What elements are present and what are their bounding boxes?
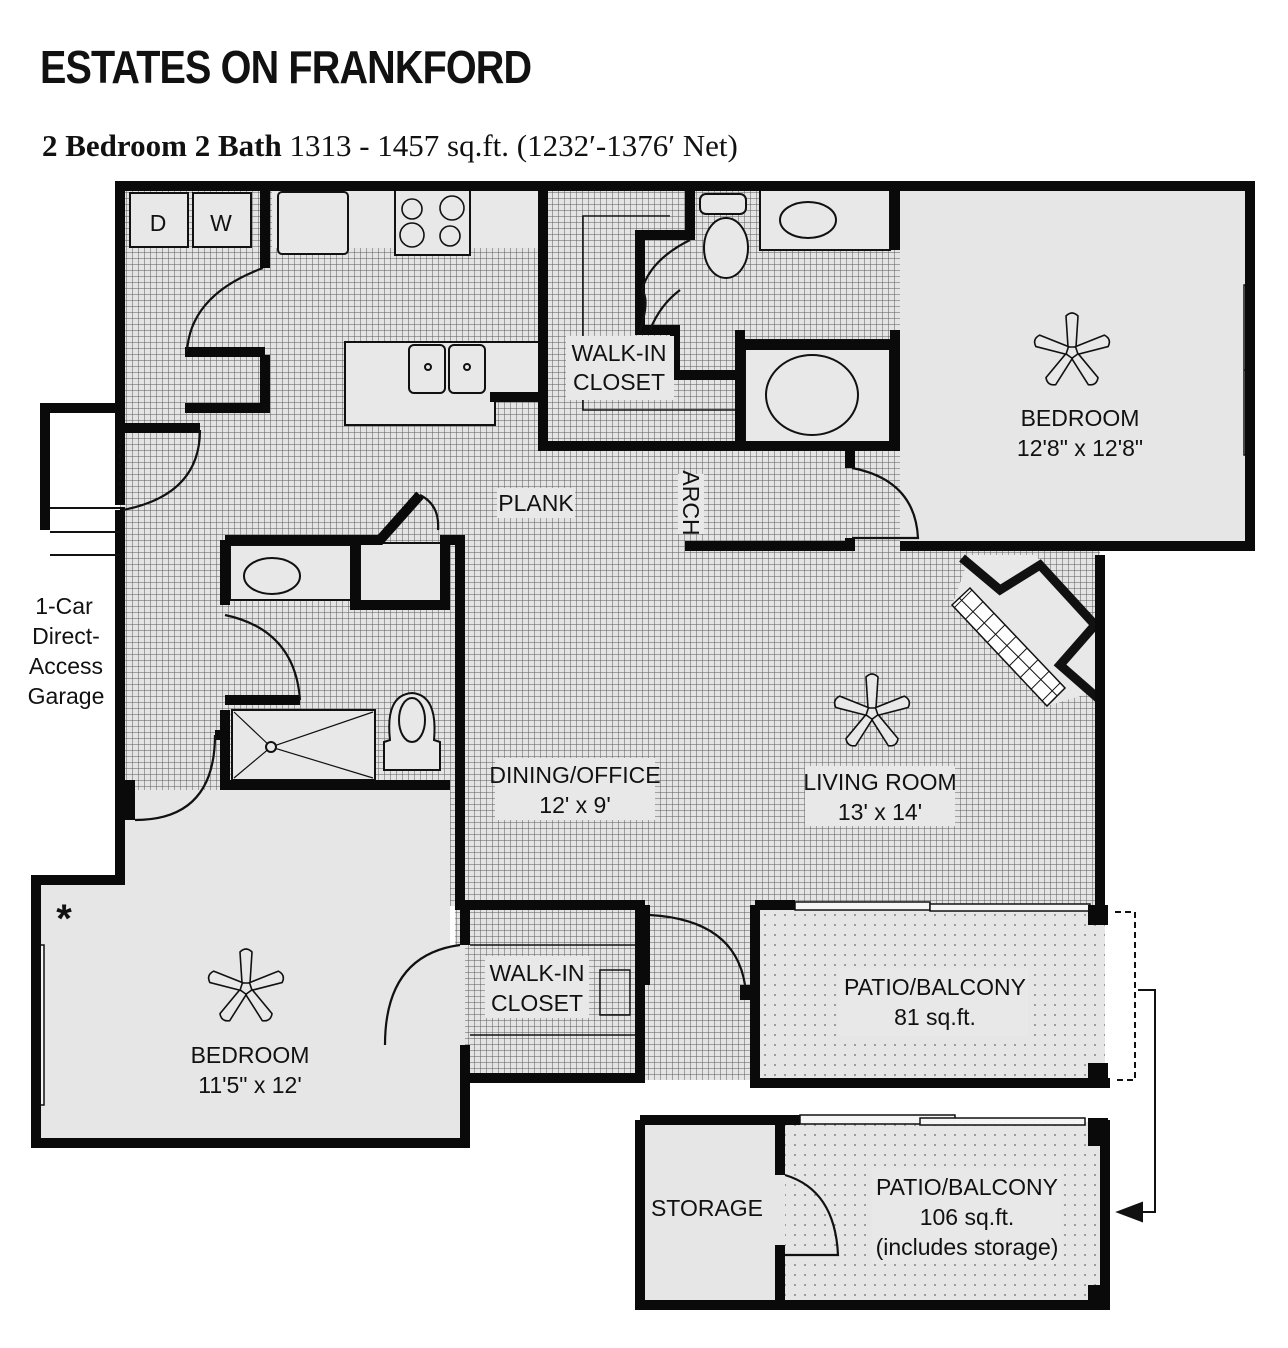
wall-posts	[1088, 905, 1108, 1305]
garage-entry	[50, 440, 121, 556]
garage-label-3: Access	[29, 653, 103, 679]
unit-type: 2 Bedroom 2 Bath	[42, 128, 282, 163]
unit-summary: 2 Bedroom 2 Bath 1313 - 1457 sq.ft. (123…	[42, 128, 738, 164]
master-closet-label-2: CLOSET	[573, 369, 665, 395]
plank-label: PLANK	[498, 490, 574, 516]
bedroom2-closet-label-1: WALK-IN	[490, 960, 585, 986]
door-swings	[122, 239, 920, 1257]
kitchen	[272, 189, 541, 426]
patio1-label: PATIO/BALCONY	[844, 974, 1026, 1000]
dining-size: 12' x 9'	[539, 792, 610, 818]
patio2-size: 106 sq.ft.	[920, 1204, 1015, 1230]
patio1-size: 81 sq.ft.	[894, 1004, 976, 1030]
closet-shelving	[470, 215, 740, 1036]
fireplace	[950, 554, 1103, 708]
bedroom2-closet-label-2: CLOSET	[491, 990, 583, 1016]
bedroom2-size: 11'5" x 12'	[198, 1072, 301, 1098]
arch-label: ARCH	[678, 470, 704, 535]
unit-sqft: 1313 - 1457 sq.ft. (1232′-1376′ Net)	[289, 128, 738, 163]
master-bath-fixtures	[699, 189, 891, 446]
patio-connector-arrow	[1115, 911, 1156, 1223]
dryer-label: D	[150, 210, 167, 236]
washer-label: W	[210, 210, 232, 236]
tiled-floor	[120, 186, 1100, 1080]
master-bedroom-size: 12'8" x 12'8"	[1017, 435, 1143, 461]
washer-dryer: D W	[129, 192, 252, 248]
room-labels: WALK-IN CLOSET BEDROOM 12'8" x 12'8" PLA…	[28, 336, 1143, 1264]
master-closet-label-1: WALK-IN	[572, 340, 667, 366]
dining-label: DINING/OFFICE	[489, 762, 660, 788]
master-bedroom-label: BEDROOM	[1021, 405, 1140, 431]
patio2-note: (includes storage)	[876, 1234, 1059, 1260]
property-title: ESTATES ON FRANKFORD	[40, 41, 532, 93]
garage-label-4: Garage	[28, 683, 105, 709]
storage-label: STORAGE	[651, 1195, 763, 1221]
hall-bath-fixtures	[229, 542, 446, 781]
asterisk-mark: *	[56, 897, 72, 941]
bedroom2-label: BEDROOM	[191, 1042, 310, 1068]
garage-label-1: 1-Car	[35, 593, 93, 619]
living-label: LIVING ROOM	[803, 769, 956, 795]
patio2-label: PATIO/BALCONY	[876, 1174, 1058, 1200]
living-size: 13' x 14'	[838, 799, 922, 825]
garage-label-2: Direct-	[32, 623, 100, 649]
